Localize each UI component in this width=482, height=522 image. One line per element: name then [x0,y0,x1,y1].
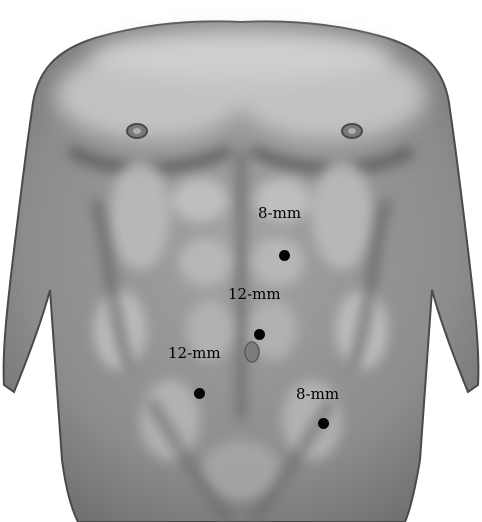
nipple-left [127,124,147,138]
port-label: 12-mm [168,346,221,361]
port-label: 8-mm [296,387,339,402]
nipple-right [342,124,362,138]
port-label: 12-mm [228,287,281,302]
navel [245,342,259,362]
port-label: 8-mm [258,206,301,221]
port-marker [194,388,205,399]
port-marker [279,250,290,261]
port-marker [254,329,265,340]
port-marker [318,418,329,429]
